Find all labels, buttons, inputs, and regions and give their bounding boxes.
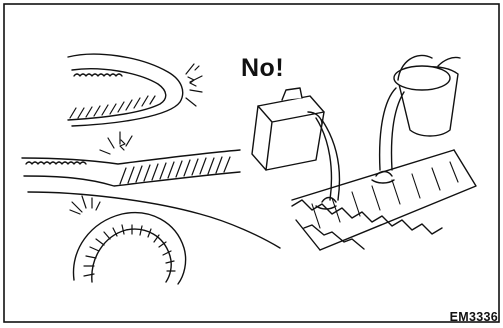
water-splash (372, 172, 394, 184)
surface-line (28, 192, 280, 248)
belt-teeth-lower (304, 225, 364, 249)
stress-spark-icon (100, 132, 132, 154)
stress-spark-icon (70, 196, 100, 214)
belt-back-lobes (26, 162, 86, 164)
ring-outer-edge (73, 213, 185, 284)
oil-water-panel (252, 55, 476, 250)
belt-right-edge (320, 150, 476, 250)
ring-inner-edge (92, 229, 171, 282)
belt-ring-panel (70, 196, 186, 284)
oil-can-icon (252, 88, 324, 170)
belt-twisted-panel (68, 54, 202, 126)
belt-teeth (292, 200, 442, 234)
belt-inner-edge (68, 69, 166, 120)
warning-text: No! (241, 54, 284, 83)
water-bucket-icon (394, 55, 460, 136)
belt-teeth-hatch (70, 96, 155, 118)
stress-spark-icon (186, 64, 202, 106)
figure-code: EM3336 (450, 310, 498, 324)
ring-teeth-hatch (84, 225, 175, 276)
belt-outer-edge (68, 54, 183, 126)
belt-back-lobes (74, 74, 122, 76)
belt-bottom-edge (296, 220, 320, 250)
water-stream (380, 88, 404, 170)
